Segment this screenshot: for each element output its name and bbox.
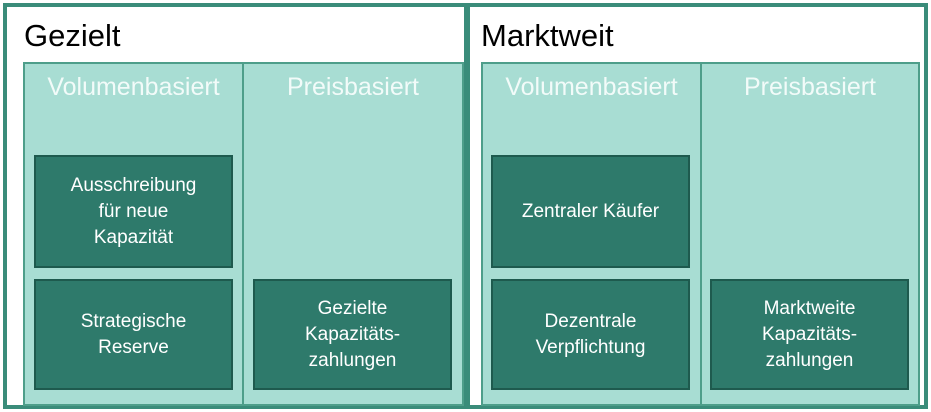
column-volumenbasiert-marktweit: Volumenbasiert Zentraler Käufer Dezentra…: [483, 64, 702, 404]
panel-title-gezielt: Gezielt: [24, 18, 121, 53]
panel-title-marktweit: Marktweit: [481, 18, 614, 53]
category-area-gezielt: Volumenbasiert Ausschreibung für neue Ka…: [23, 62, 464, 406]
column-title-volumenbasiert: Volumenbasiert: [47, 73, 220, 101]
column-title-preisbasiert: Preisbasiert: [287, 73, 419, 101]
category-area-marktweit: Volumenbasiert Zentraler Käufer Dezentra…: [481, 62, 920, 406]
mechanism-box-ausschreibung: Ausschreibung für neue Kapazität: [34, 155, 233, 268]
column-title-preisbasiert: Preisbasiert: [744, 73, 876, 101]
column-preisbasiert-gezielt: Preisbasiert Gezielte Kapazitäts- zahlun…: [244, 64, 462, 404]
mechanism-box-zentraler-kaeufer: Zentraler Käufer: [491, 155, 690, 268]
panel-gezielt: Gezielt Volumenbasiert Ausschreibung für…: [3, 3, 468, 409]
column-title-volumenbasiert: Volumenbasiert: [505, 73, 678, 101]
mechanism-box-strategische-reserve: Strategische Reserve: [34, 279, 233, 390]
column-volumenbasiert-gezielt: Volumenbasiert Ausschreibung für neue Ka…: [25, 64, 244, 404]
mechanism-box-dezentrale-verpflichtung: Dezentrale Verpflichtung: [491, 279, 690, 390]
mechanism-box-gezielte-zahlungen: Gezielte Kapazitäts- zahlungen: [253, 279, 452, 390]
column-preisbasiert-marktweit: Preisbasiert Marktweite Kapazitäts- zahl…: [702, 64, 918, 404]
panel-marktweit: Marktweit Volumenbasiert Zentraler Käufe…: [466, 3, 928, 409]
mechanism-box-marktweite-zahlungen: Marktweite Kapazitäts- zahlungen: [710, 279, 909, 390]
